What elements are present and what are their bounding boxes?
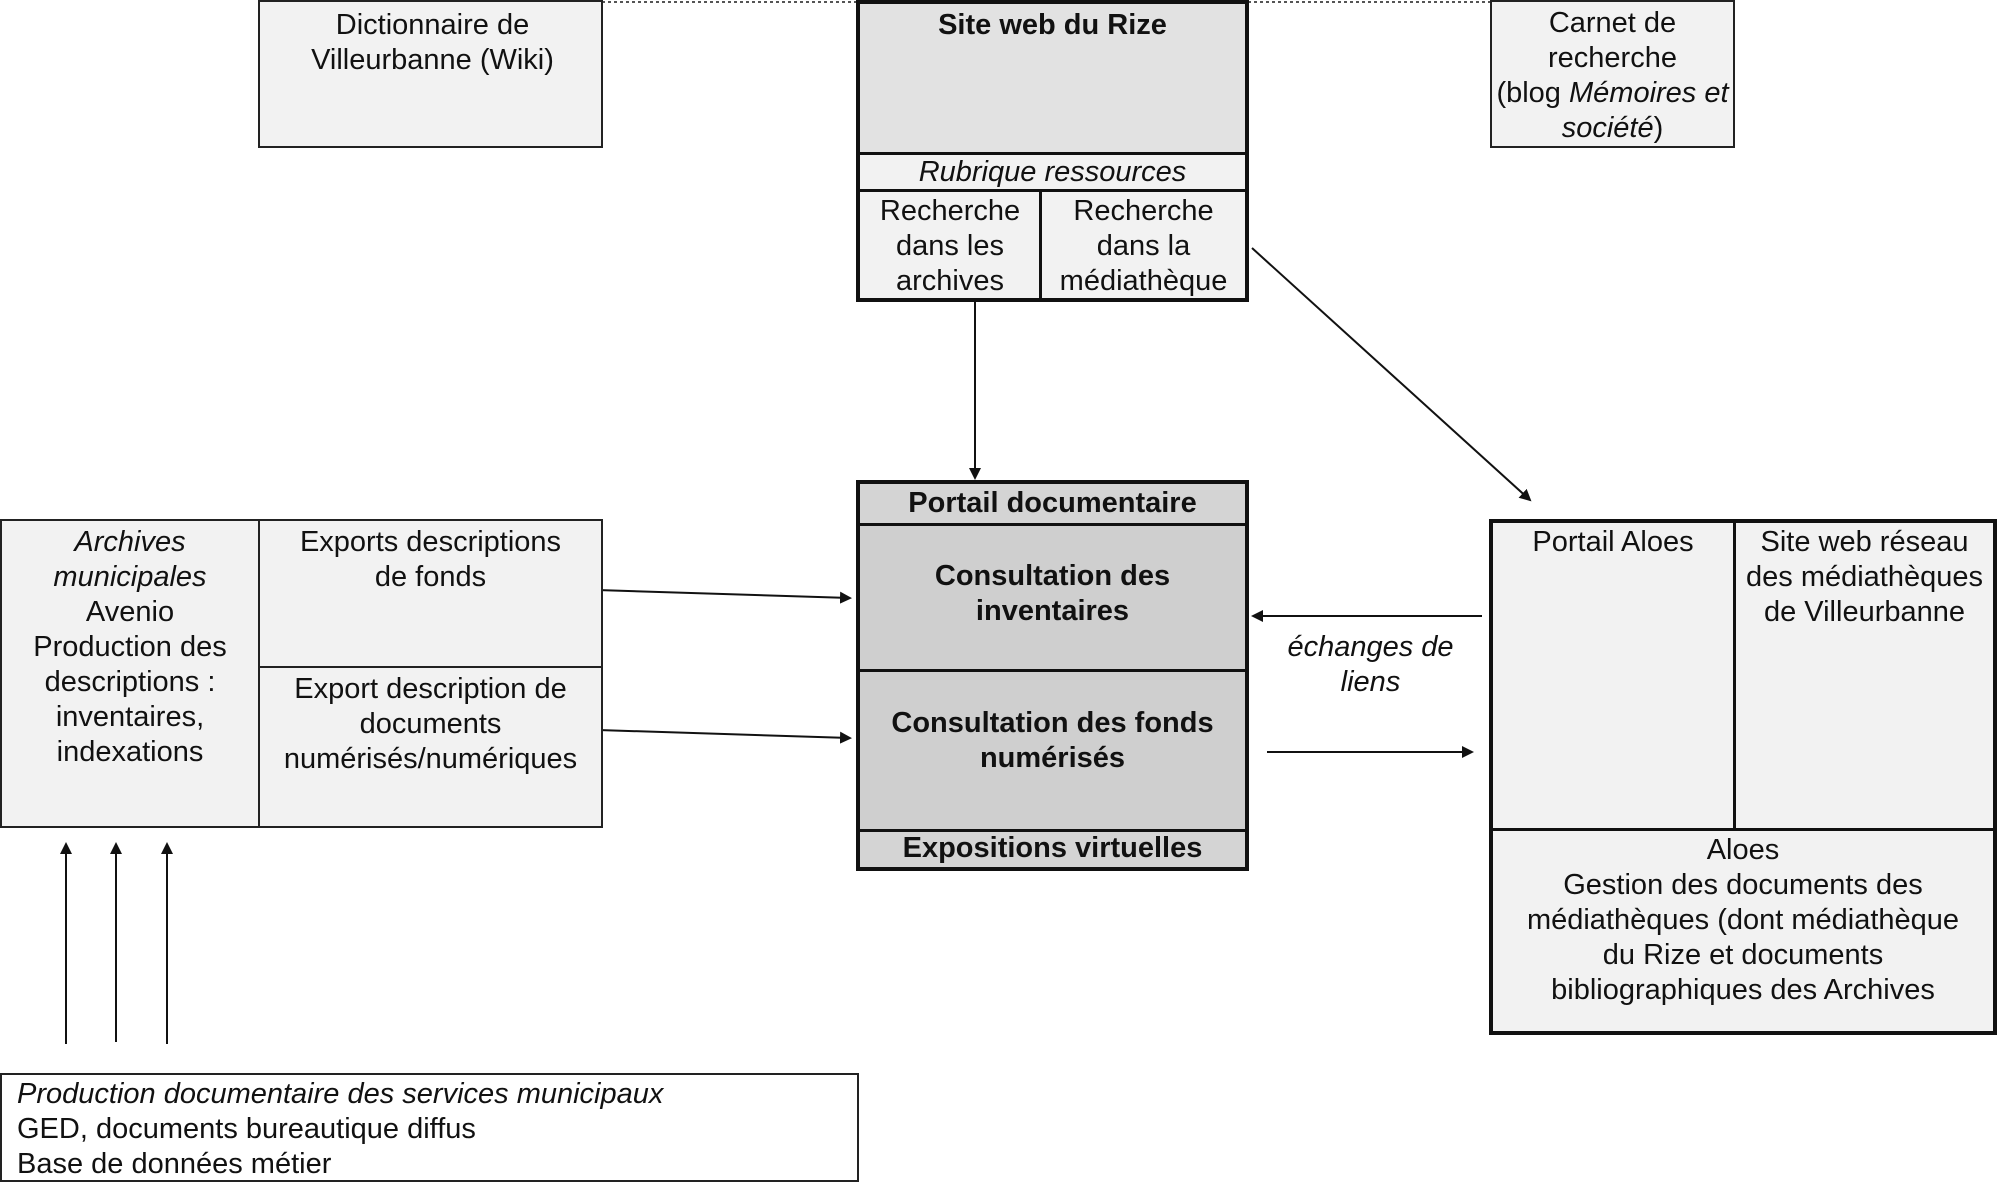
production-services-box: Production documentaire des services mun…: [0, 1073, 859, 1182]
consultation-fonds-label: Consultation des fonds numérisés: [891, 707, 1214, 774]
aloes-gestion: Gestion des documents des médiathèques (…: [1526, 869, 1960, 1006]
arrow-site-to-aloes: [1251, 247, 1532, 502]
archives-avenio: Avenio: [85, 596, 175, 628]
rubrique-ressources-label: Rubrique ressources: [918, 156, 1187, 188]
carnet-label: Carnet de recherche (blog Mémoires et so…: [1496, 6, 1729, 146]
site-reseau-label: Site web réseau des médiathèques de Vill…: [1746, 526, 1983, 628]
export-docs-cell: Export description de documents numérisé…: [260, 668, 601, 826]
carnet-line1: Carnet de recherche: [1548, 7, 1677, 74]
site-reseau-cell: Site web réseau des médiathèques de Vill…: [1736, 523, 1993, 831]
aloes-box: Portail Aloes Site web réseau des médiat…: [1489, 519, 1997, 1035]
production-services-line2: Base de données métier: [17, 1148, 332, 1180]
recherche-mediatheque-label: Recherche dans la médiathèque: [1059, 195, 1228, 297]
aloes-gestion-cell: Aloes Gestion des documents des médiathè…: [1493, 831, 1993, 1031]
consultation-fonds-cell: Consultation des fonds numérisés: [860, 672, 1245, 832]
portail-aloes-label: Portail Aloes: [1532, 526, 1694, 558]
archives-box: Archives municipales Avenio Production d…: [0, 519, 603, 828]
aloes-gestion-text: Aloes Gestion des documents des médiathè…: [1507, 833, 1979, 1008]
export-docs-label: Export description de documents numérisé…: [283, 673, 578, 775]
consultation-inventaires-label: Consultation des inventaires: [934, 560, 1171, 627]
portail-aloes-cell: Portail Aloes: [1493, 523, 1736, 831]
expositions-label: Expositions virtuelles: [902, 832, 1203, 864]
archives-name: Archives municipales: [53, 526, 207, 593]
arrow-export-docs: [597, 729, 852, 744]
consultation-inventaires-cell: Consultation des inventaires: [860, 526, 1245, 672]
dictionnaire-box: Dictionnaire de Villeurbanne (Wiki): [258, 0, 603, 148]
aloes-title: Aloes: [1706, 834, 1780, 866]
rubrique-ressources-cell: Rubrique ressources: [860, 152, 1245, 192]
site-rize-title: Site web du Rize: [938, 9, 1167, 41]
production-services-title: Production documentaire des services mun…: [17, 1078, 664, 1110]
carnet-box: Carnet de recherche (blog Mémoires et so…: [1490, 0, 1735, 148]
export-fonds-cell: Exports descriptions de fonds: [260, 521, 601, 668]
archives-description-cell: Archives municipales Avenio Production d…: [2, 521, 260, 826]
production-services-text: Production documentaire des services mun…: [17, 1077, 852, 1182]
production-services-line1: GED, documents bureautique diffus: [17, 1113, 476, 1145]
archives-production: Production des descriptions : inventaire…: [33, 631, 227, 768]
carnet-line2-post: ): [1653, 112, 1664, 144]
portail-title: Portail documentaire: [908, 487, 1197, 519]
portail-title-cell: Portail documentaire: [860, 484, 1245, 526]
site-rize-box: Site web du Rize Rubrique ressources Rec…: [856, 0, 1249, 302]
dictionnaire-label: Dictionnaire de Villeurbanne (Wiki): [311, 9, 554, 76]
portail-documentaire-box: Portail documentaire Consultation des in…: [856, 480, 1249, 871]
carnet-line2-pre: (blog: [1496, 77, 1569, 109]
recherche-mediatheque-cell: Recherche dans la médiathèque: [1042, 192, 1245, 298]
arrow-export-fonds: [596, 589, 852, 604]
recherche-archives-label: Recherche dans les archives: [879, 195, 1021, 297]
export-fonds-label: Exports descriptions de fonds: [299, 526, 562, 593]
archives-description: Archives municipales Avenio Production d…: [4, 525, 256, 770]
carnet-blog-title: Mémoires et société: [1561, 77, 1729, 144]
expositions-cell: Expositions virtuelles: [860, 832, 1245, 867]
echanges-label: échanges de liens: [1287, 631, 1454, 698]
recherche-archives-cell: Recherche dans les archives: [860, 192, 1042, 298]
